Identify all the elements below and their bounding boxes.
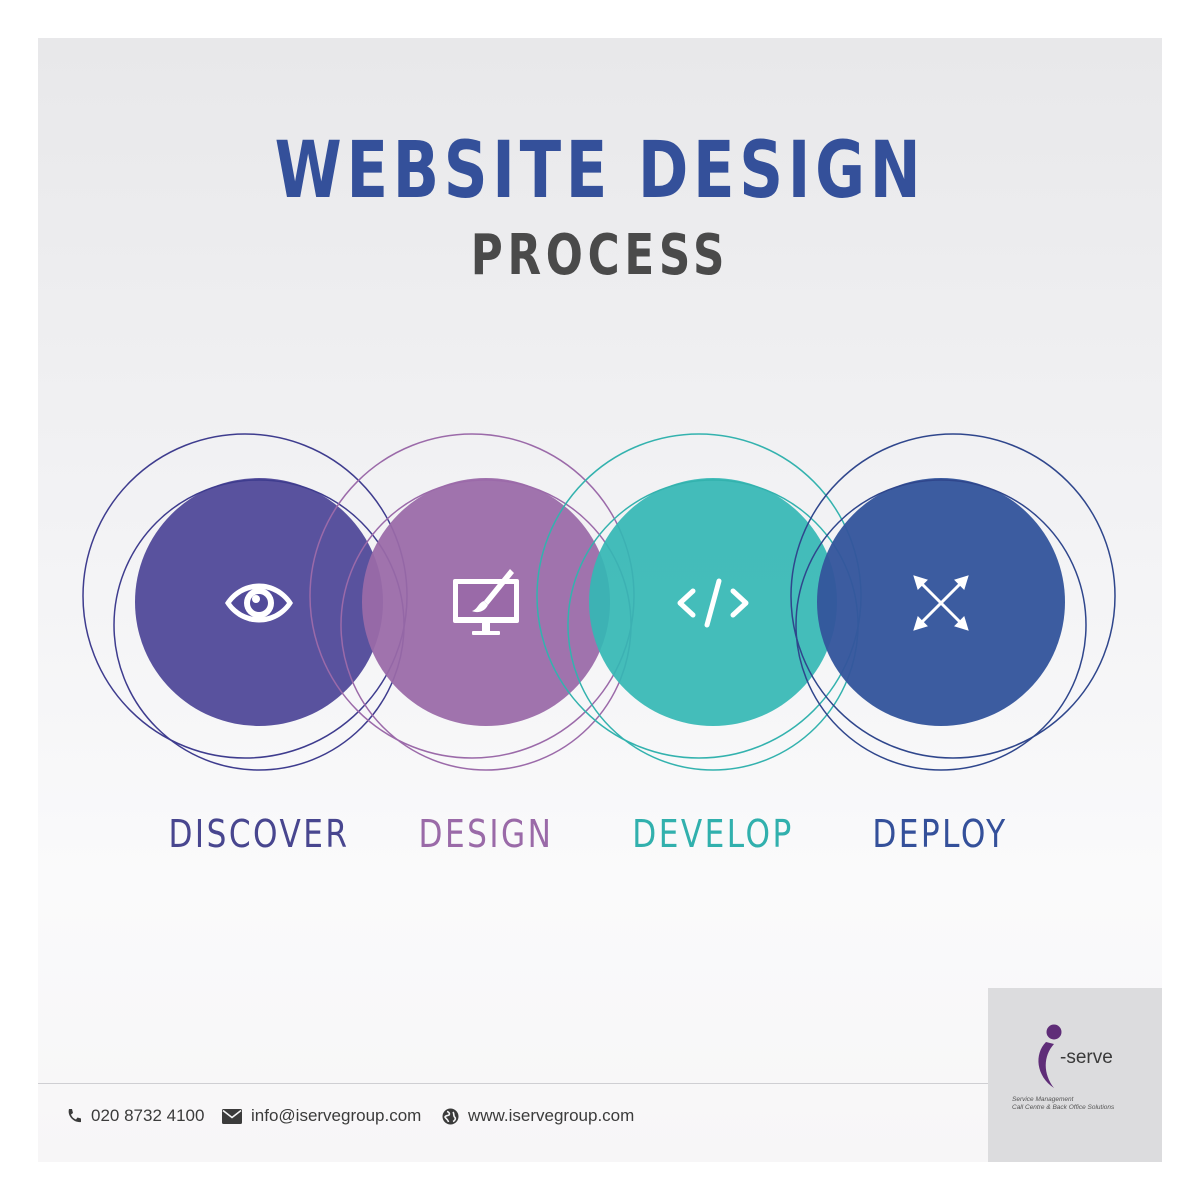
brand-logo: -serve Service Management Call Centre & … bbox=[988, 988, 1162, 1162]
globe-icon bbox=[442, 1108, 459, 1124]
monitor-paintbrush-icon bbox=[453, 569, 519, 635]
envelope-icon bbox=[222, 1108, 242, 1124]
deploy-inner-ring bbox=[795, 479, 1087, 771]
code-brackets-icon bbox=[677, 578, 749, 628]
page-subtitle: PROCESS bbox=[470, 223, 730, 288]
phone-icon bbox=[68, 1109, 81, 1123]
expand-arrows-icon bbox=[913, 575, 969, 631]
contact-website: www.iservegroup.com bbox=[442, 1104, 634, 1128]
page-title: WEBSITE DESIGN bbox=[274, 126, 926, 216]
contact-phone: 020 8732 4100 bbox=[66, 1104, 204, 1128]
i-serve-logo-mark bbox=[1038, 1024, 1062, 1088]
deploy-outer-ring bbox=[790, 433, 1116, 759]
contact-email: info@iservegroup.com bbox=[222, 1104, 421, 1128]
step-label-deploy: DEPLOY bbox=[872, 812, 1008, 856]
logo-wordmark: -serve bbox=[1060, 1047, 1113, 1068]
step-label-develop: DEVELOP bbox=[632, 812, 794, 856]
website-text: www.iservegroup.com bbox=[468, 1106, 635, 1125]
logo-tagline-2: Call Centre & Back Office Solutions bbox=[1012, 1104, 1115, 1111]
step-label-discover: DISCOVER bbox=[168, 812, 350, 856]
phone-text: 020 8732 4100 bbox=[91, 1106, 205, 1125]
eye-icon bbox=[225, 583, 293, 623]
footer-divider bbox=[38, 1083, 988, 1084]
logo-tagline-1: Service Management bbox=[1012, 1096, 1074, 1103]
email-text: info@iservegroup.com bbox=[251, 1106, 422, 1125]
step-label-design: DESIGN bbox=[418, 812, 554, 856]
step-deploy bbox=[790, 433, 1116, 771]
